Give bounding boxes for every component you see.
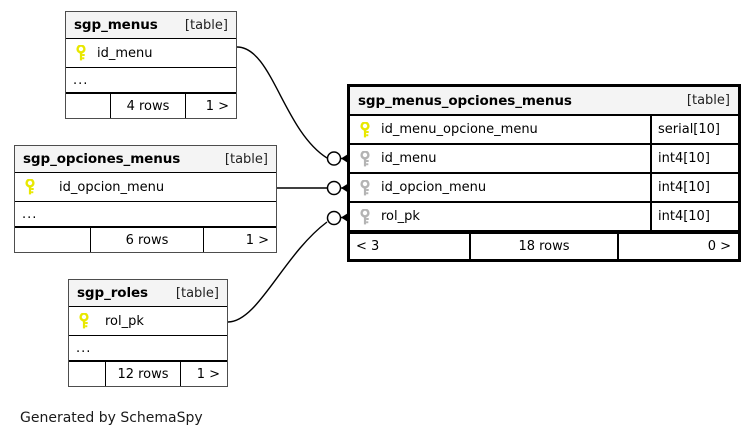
zero-cardinality-circle <box>326 180 342 196</box>
generated-by-caption: Generated by SchemaSpy <box>20 410 203 426</box>
column-cell: id_menu_opcione_menu <box>350 121 650 138</box>
relationship-sgp-menus-to-junction <box>236 46 353 167</box>
table-name-label: sgp_menus <box>74 17 158 33</box>
column-name-label: rol_pk <box>381 209 420 224</box>
table-footer-sgp-opciones-menus: 6 rows 1 > <box>15 227 276 252</box>
footer-row-count: 18 rows <box>469 234 619 259</box>
column-cell: id_menu <box>66 45 236 61</box>
column-name-label: id_menu <box>97 45 153 61</box>
column-type-label: int4[10] <box>650 174 738 201</box>
table-header-sgp-menus: sgp_menus [table] <box>66 12 236 39</box>
footer-right-cell[interactable]: 1 > <box>196 366 220 382</box>
more-columns-indicator: ... <box>15 202 276 227</box>
column-cell: id_opcion_menu <box>15 179 276 195</box>
table-type-tag: [table] <box>686 93 730 108</box>
column-name-label: id_menu <box>381 151 437 166</box>
footer-left-cell[interactable] <box>69 362 105 386</box>
footer-parents-count[interactable]: < 3 <box>356 239 380 254</box>
column-type-label: int4[10] <box>650 203 738 230</box>
column-name-label: id_menu_opcione_menu <box>381 122 538 137</box>
pk-key-icon <box>360 121 370 137</box>
table-row[interactable]: rol_pk int4[10] <box>350 203 738 232</box>
table-row[interactable]: id_menu <box>66 39 236 68</box>
table-sgp-opciones-menus[interactable]: sgp_opciones_menus [table] id_opcion_men… <box>14 145 277 253</box>
relationship-sgp-roles-to-junction <box>227 209 353 323</box>
relationship-sgp-opciones-menus-to-junction <box>277 180 353 196</box>
table-header-sgp-roles: sgp_roles [table] <box>69 280 227 307</box>
footer-right-cell[interactable]: 1 > <box>205 98 229 114</box>
zero-cardinality-circle <box>326 151 342 166</box>
pk-key-icon <box>76 45 86 61</box>
table-header-sgp-opciones-menus: sgp_opciones_menus [table] <box>15 146 276 173</box>
footer-left-cell[interactable] <box>15 228 90 252</box>
table-footer-sgp-roles: 12 rows 1 > <box>69 361 227 386</box>
table-type-tag: [table] <box>175 285 219 301</box>
column-cell: id_menu <box>350 150 650 167</box>
fk-key-icon <box>360 208 370 224</box>
table-name-label: sgp_roles <box>77 285 148 301</box>
column-type-label: int4[10] <box>650 145 738 172</box>
table-row[interactable]: id_menu_opcione_menu serial[10] <box>350 116 738 145</box>
table-type-tag: [table] <box>224 151 268 167</box>
table-sgp-roles[interactable]: sgp_roles [table] rol_pk ... 12 rows 1 > <box>68 279 228 387</box>
fk-key-icon <box>360 150 370 166</box>
table-sgp-menus[interactable]: sgp_menus [table] id_menu ... 4 rows 1 > <box>65 11 237 119</box>
footer-row-count: 6 rows <box>90 228 204 252</box>
table-name-label: sgp_menus_opciones_menus <box>358 92 572 109</box>
footer-row-count: 12 rows <box>105 362 181 386</box>
pk-key-icon <box>25 179 35 195</box>
table-row[interactable]: id_menu int4[10] <box>350 145 738 174</box>
column-name-label: rol_pk <box>105 313 144 329</box>
column-cell: rol_pk <box>69 313 227 329</box>
column-cell: rol_pk <box>350 208 650 225</box>
column-name-label: id_opcion_menu <box>59 179 165 195</box>
table-row[interactable]: id_opcion_menu int4[10] <box>350 174 738 203</box>
footer-right-cell[interactable]: 1 > <box>245 232 269 248</box>
column-type-label: serial[10] <box>650 116 738 143</box>
footer-left-cell[interactable] <box>66 94 110 118</box>
table-name-label: sgp_opciones_menus <box>23 151 181 167</box>
more-columns-indicator: ... <box>66 68 236 93</box>
table-sgp-menus-opciones-menus[interactable]: sgp_menus_opciones_menus [table] id_menu… <box>347 84 741 262</box>
more-columns-indicator: ... <box>69 336 227 361</box>
pk-key-icon <box>79 313 89 329</box>
table-type-tag: [table] <box>184 17 228 33</box>
table-footer-sgp-menus: 4 rows 1 > <box>66 93 236 118</box>
column-cell: id_opcion_menu <box>350 179 650 196</box>
fk-key-icon <box>360 179 370 195</box>
table-header-sgp-menus-opciones-menus: sgp_menus_opciones_menus [table] <box>350 87 738 116</box>
table-row[interactable]: rol_pk <box>69 307 227 336</box>
footer-row-count: 4 rows <box>110 94 186 118</box>
column-name-label: id_opcion_menu <box>381 180 487 195</box>
table-footer-sgp-menus-opciones-menus: < 3 18 rows 0 > <box>350 232 738 259</box>
zero-cardinality-circle <box>326 210 342 226</box>
footer-children-count[interactable]: 0 > <box>707 239 731 254</box>
table-row[interactable]: id_opcion_menu <box>15 173 276 202</box>
